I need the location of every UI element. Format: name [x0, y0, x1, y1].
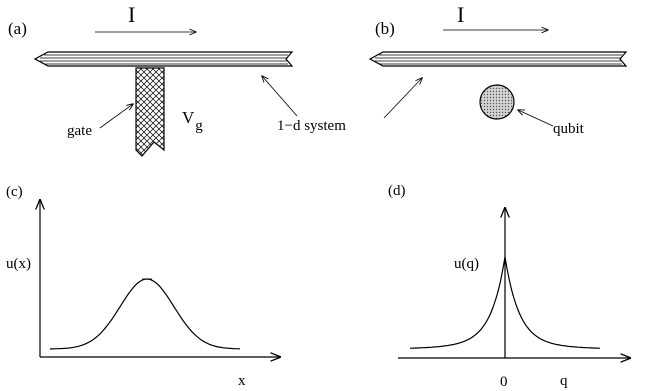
system-arrow-b — [383, 78, 422, 119]
wire-b — [368, 51, 628, 67]
panel-a-label: (a) — [8, 19, 27, 38]
system-arrow-a — [262, 76, 298, 117]
panel-a: (a) I gate Vg — [8, 2, 294, 157]
current-a-label: I — [128, 2, 135, 27]
d-origin-label: 0 — [500, 374, 508, 390]
panel-b: (b) I qubit — [368, 2, 628, 137]
system-annotation: 1−d system — [262, 76, 422, 134]
gate-label: gate — [67, 123, 92, 139]
current-b-label: I — [457, 2, 464, 27]
c-xlabel: x — [238, 373, 246, 389]
panel-c-label: (c) — [6, 184, 23, 200]
d-xlabel: q — [560, 373, 568, 389]
qubit-label: qubit — [553, 121, 585, 137]
d-curve — [409, 256, 601, 349]
panel-b-label: (b) — [375, 19, 395, 38]
gate-pointer-arrow — [99, 104, 133, 129]
panel-c: (c) u(x) x — [6, 184, 280, 389]
system-label: 1−d system — [277, 118, 346, 134]
panel-d: (d) u(q) 0 q — [388, 183, 630, 390]
qubit-circle — [479, 84, 515, 120]
voltage-label: Vg — [182, 108, 203, 134]
wire-a — [33, 51, 294, 67]
c-ylabel: u(x) — [6, 256, 31, 272]
gate-electrode — [135, 67, 165, 157]
qubit-pointer-arrow — [518, 110, 554, 127]
panel-d-label: (d) — [388, 183, 406, 199]
d-ylabel: u(q) — [454, 256, 479, 272]
c-curve — [50, 278, 240, 350]
